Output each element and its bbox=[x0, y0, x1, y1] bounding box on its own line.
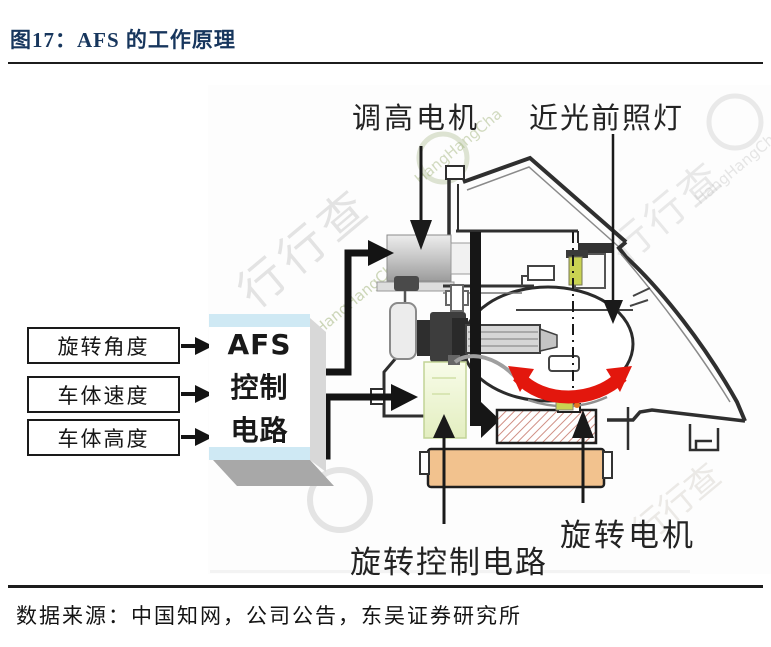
top-divider bbox=[8, 62, 763, 64]
arrowhead-right-icon bbox=[195, 337, 213, 355]
label-pointers bbox=[410, 134, 623, 524]
green-adjuster-screw bbox=[568, 256, 583, 286]
input-box-label: 车体高度 bbox=[57, 426, 150, 451]
afs-box-line: 控制 bbox=[230, 370, 289, 404]
arrowhead-down-icon bbox=[410, 220, 432, 250]
afs-box-shadow bbox=[213, 318, 334, 486]
afs-box-bottom-strip bbox=[209, 447, 310, 460]
watermark-logo-icon bbox=[307, 467, 373, 533]
label-rotation-motor: 旋转电机 bbox=[560, 518, 696, 554]
input-box-rotation-angle: 旋转角度 bbox=[27, 327, 180, 364]
watermark-logo-icon bbox=[706, 93, 764, 151]
afs-control-circuit-box: AFS 控制 电路 bbox=[209, 314, 310, 460]
input-box-label: 车体速度 bbox=[57, 383, 150, 408]
label-rotation-control-circuit: 旋转控制电路 bbox=[350, 545, 548, 581]
arrowhead-right-icon bbox=[195, 385, 213, 403]
input-box-vehicle-height: 车体高度 bbox=[27, 419, 180, 456]
arrowhead-right-icon bbox=[481, 402, 500, 438]
data-source-note: 数据来源：中国知网，公司公告，东吴证券研究所 bbox=[16, 604, 522, 628]
support-bar bbox=[470, 232, 500, 438]
label-lift-motor: 调高电机 bbox=[352, 101, 481, 135]
watermark-logo-icon bbox=[416, 131, 470, 185]
bottom-divider bbox=[8, 585, 763, 588]
arrowhead-up-icon bbox=[572, 410, 594, 438]
input-box-label: 旋转角度 bbox=[57, 334, 150, 359]
arrowhead-right-icon bbox=[368, 240, 394, 266]
afs-box-line: 电路 bbox=[230, 413, 289, 447]
arrowhead-right-icon bbox=[391, 384, 418, 411]
afs-box-top-strip bbox=[209, 314, 310, 327]
figure-title: 图17：AFS 的工作原理 bbox=[10, 28, 236, 52]
arrowhead-down-icon bbox=[603, 300, 623, 324]
arrowhead-right-icon bbox=[195, 428, 213, 446]
arrowhead-up-icon bbox=[433, 414, 455, 438]
afs-box-line: AFS bbox=[227, 327, 292, 361]
lamp-base bbox=[419, 447, 613, 489]
rotation-indicator bbox=[508, 366, 632, 411]
image-bottom-edge bbox=[210, 570, 690, 573]
red-rotation-arrow bbox=[513, 371, 627, 404]
label-low-beam-headlamp: 近光前照灯 bbox=[529, 101, 685, 135]
input-arrows bbox=[181, 337, 213, 446]
input-box-vehicle-speed: 车体速度 bbox=[27, 376, 180, 413]
afs-box-text: AFS 控制 电路 bbox=[209, 314, 310, 460]
